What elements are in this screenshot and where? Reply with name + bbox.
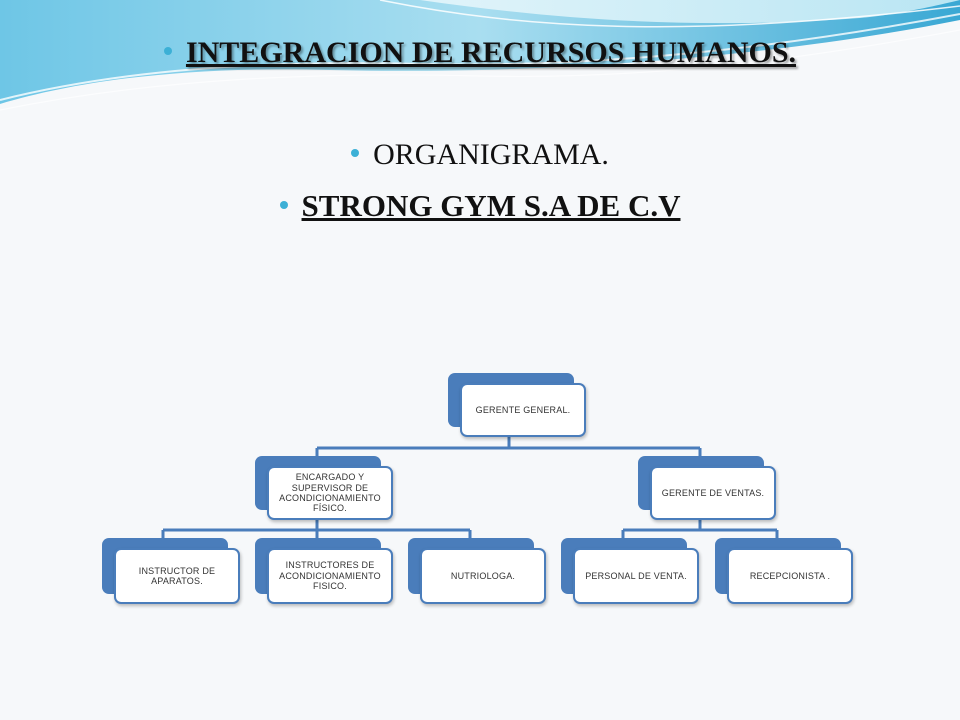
org-node-label: INSTRUCTOR DE APARATOS. [114, 548, 240, 604]
org-node-recepcionista: RECEPCIONISTA . [715, 538, 853, 604]
org-node-personal-venta: PERSONAL DE VENTA. [561, 538, 699, 604]
bullet-dot-icon [163, 47, 172, 56]
slide-title: INTEGRACION DE RECURSOS HUMANOS. [185, 36, 797, 69]
org-node-encargado: ENCARGADO Y SUPERVISOR DE ACONDICIONAMIE… [255, 456, 393, 520]
org-node-gerente-ventas: GERENTE DE VENTAS. [638, 456, 776, 520]
org-node-instructor-aparatos: INSTRUCTOR DE APARATOS. [102, 538, 240, 604]
org-node-label: NUTRIOLOGA. [420, 548, 546, 604]
company-name: STRONG GYM S.A DE C.V [301, 188, 681, 223]
bullet-dot-icon [279, 200, 288, 209]
org-node-label: INSTRUCTORES DE ACONDICIONAMIENTO FISICO… [267, 548, 393, 604]
header-wave-decoration [0, 0, 960, 111]
org-node-label: GERENTE GENERAL. [460, 383, 586, 437]
org-node-label: GERENTE DE VENTAS. [650, 466, 776, 520]
org-node-label: RECEPCIONISTA . [727, 548, 853, 604]
org-node-label: ENCARGADO Y SUPERVISOR DE ACONDICIONAMIE… [267, 466, 393, 520]
slide-title-bullet: INTEGRACION DE RECURSOS HUMANOS. [0, 36, 960, 70]
org-node-gerente-general: GERENTE GENERAL. [448, 373, 586, 437]
subtitle-bullet: ORGANIGRAMA. [0, 138, 960, 172]
org-node-nutriologa: NUTRIOLOGA. [408, 538, 546, 604]
org-node-label: PERSONAL DE VENTA. [573, 548, 699, 604]
company-name-bullet: STRONG GYM S.A DE C.V [0, 188, 960, 224]
org-node-instructores-acondicionamiento: INSTRUCTORES DE ACONDICIONAMIENTO FISICO… [255, 538, 393, 604]
bullet-dot-icon [351, 149, 360, 158]
subtitle-text: ORGANIGRAMA. [373, 138, 609, 171]
